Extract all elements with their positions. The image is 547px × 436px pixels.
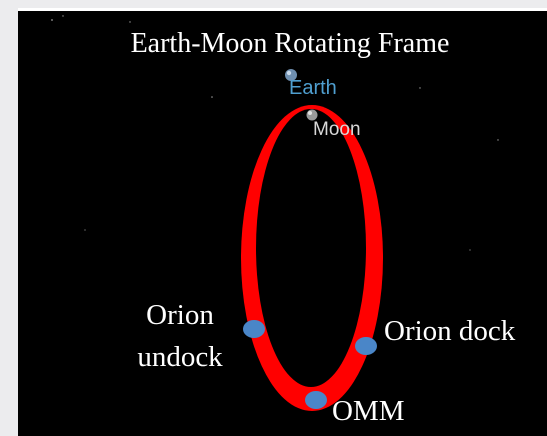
undock-marker <box>243 320 265 338</box>
earth-highlight <box>286 70 292 76</box>
top-rule <box>18 8 547 11</box>
orbit-path <box>241 105 383 411</box>
moon-label: Moon <box>313 119 361 140</box>
dock-label: Orion dock <box>384 315 516 347</box>
dock-marker <box>355 337 377 355</box>
omm-marker <box>305 391 327 409</box>
diagram-title: Earth-Moon Rotating Frame <box>131 28 450 59</box>
starfield <box>51 15 499 251</box>
undock-label-line1: Orion <box>146 299 214 331</box>
undock-label-line2: undock <box>137 341 223 373</box>
moon-highlight <box>308 111 312 115</box>
earth-label: Earth <box>289 77 337 99</box>
omm-label: OMM <box>332 395 405 427</box>
